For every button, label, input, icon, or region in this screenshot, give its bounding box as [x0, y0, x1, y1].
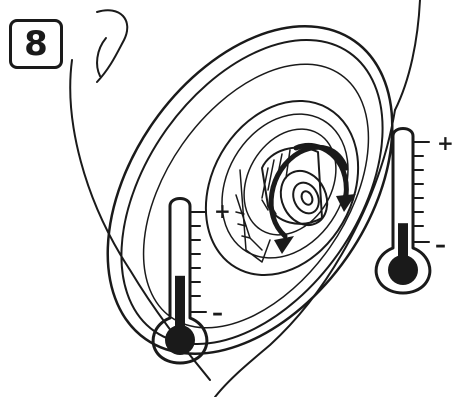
- rotation-arrows-icon: [271, 145, 356, 254]
- thermometer-icon: + –: [376, 129, 454, 294]
- thermometer-right-plus: +: [437, 131, 454, 155]
- thermometer-left-minus: –: [212, 301, 223, 326]
- thermometer-right-minus: –: [435, 233, 446, 258]
- thermometer-icon: + –: [153, 199, 231, 364]
- thermometer-left-plus: +: [214, 199, 231, 223]
- drum-outlines: [49, 0, 451, 397]
- rotation-arrowhead-left: [274, 236, 294, 254]
